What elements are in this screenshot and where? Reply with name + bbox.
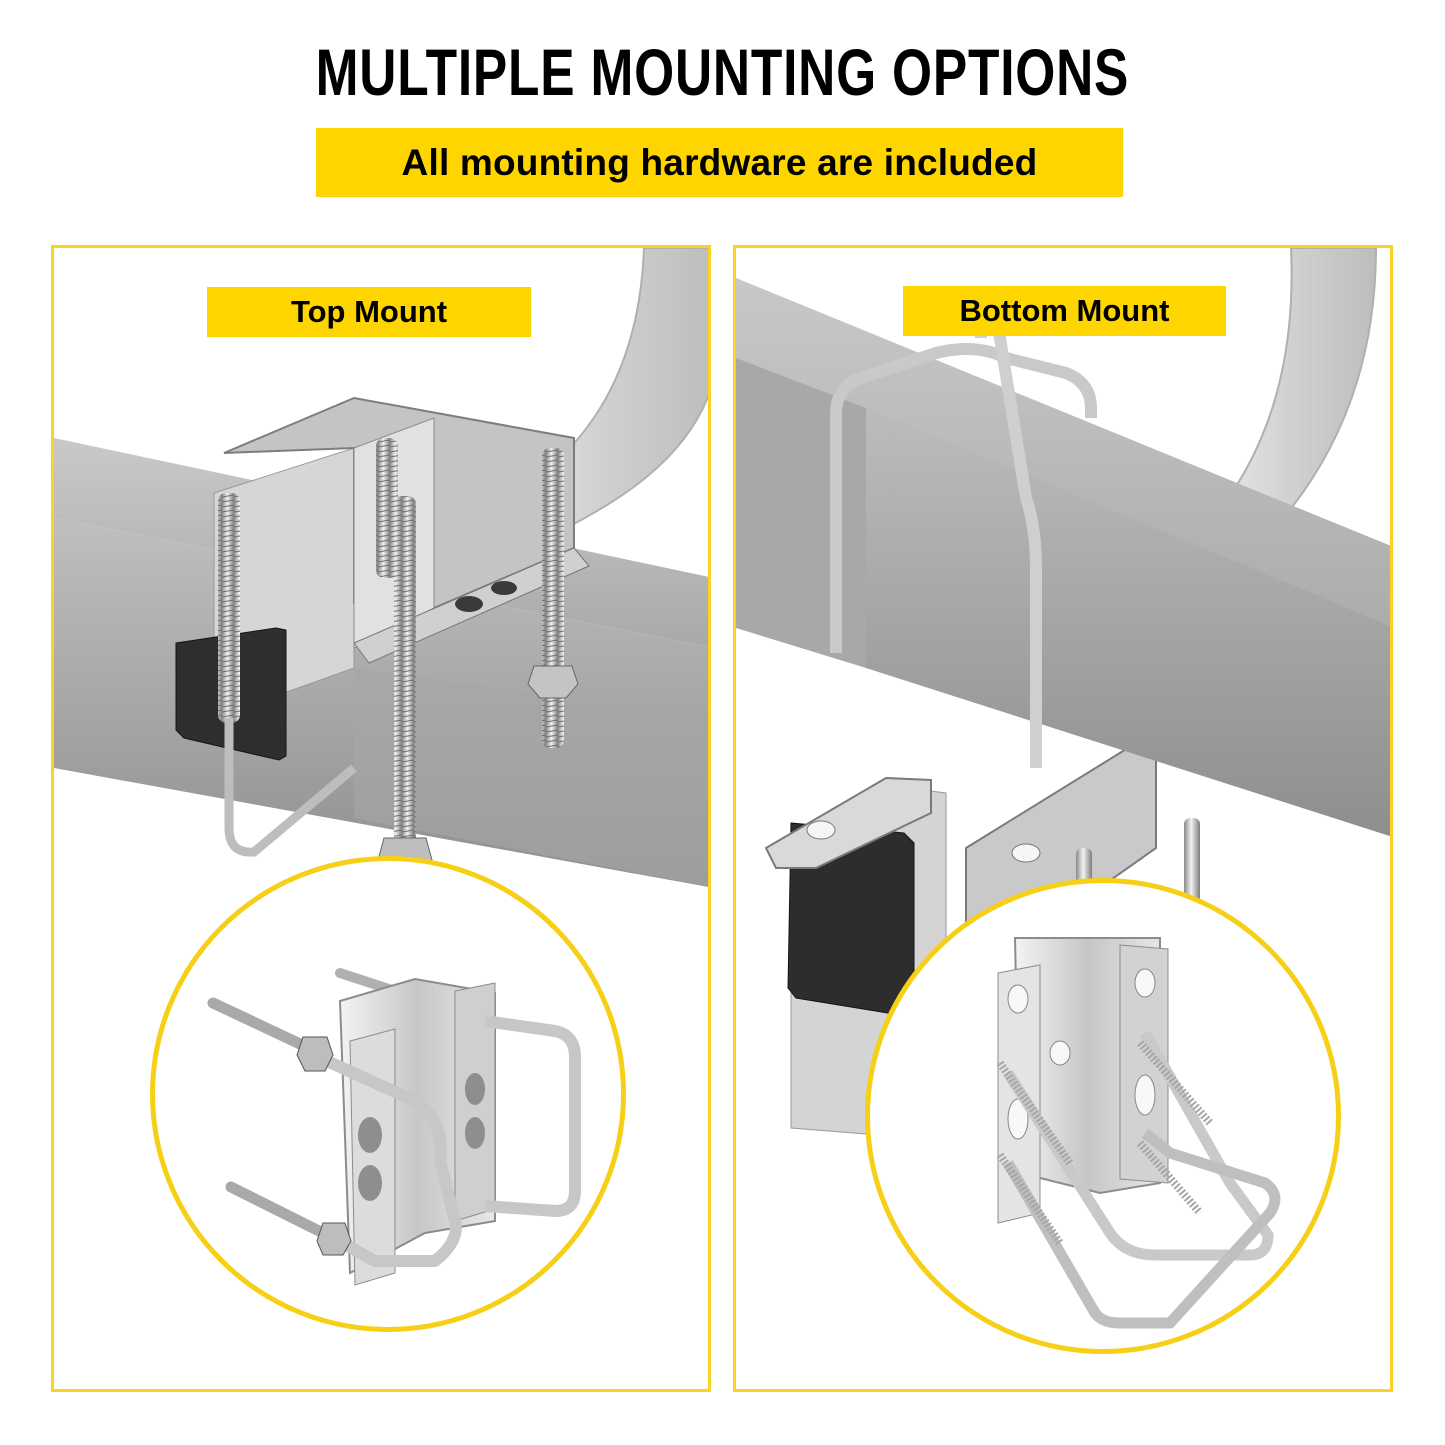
subtitle-banner: All mounting hardware are included bbox=[316, 128, 1123, 197]
bottom-mount-inset-circle bbox=[865, 878, 1341, 1354]
bottom-mount-panel: Bottom Mount bbox=[733, 245, 1393, 1392]
page-headline: MULTIPLE MOUNTING OPTIONS bbox=[315, 35, 1130, 109]
bottom-mount-photo bbox=[736, 248, 1390, 1139]
bottom-mount-label: Bottom Mount bbox=[903, 286, 1226, 336]
subtitle-text: All mounting hardware are included bbox=[401, 141, 1038, 183]
bottom-mount-label-text: Bottom Mount bbox=[959, 293, 1170, 328]
bottom-mount-bracket-closeup bbox=[996, 937, 1281, 1329]
top-mount-label: Top Mount bbox=[207, 287, 531, 337]
top-mount-photo bbox=[54, 248, 708, 898]
top-mount-label-text: Top Mount bbox=[290, 294, 448, 329]
top-mount-panel: Top Mount bbox=[51, 245, 711, 1392]
top-mount-inset-circle bbox=[150, 856, 626, 1332]
top-mount-bracket-closeup bbox=[207, 968, 581, 1286]
